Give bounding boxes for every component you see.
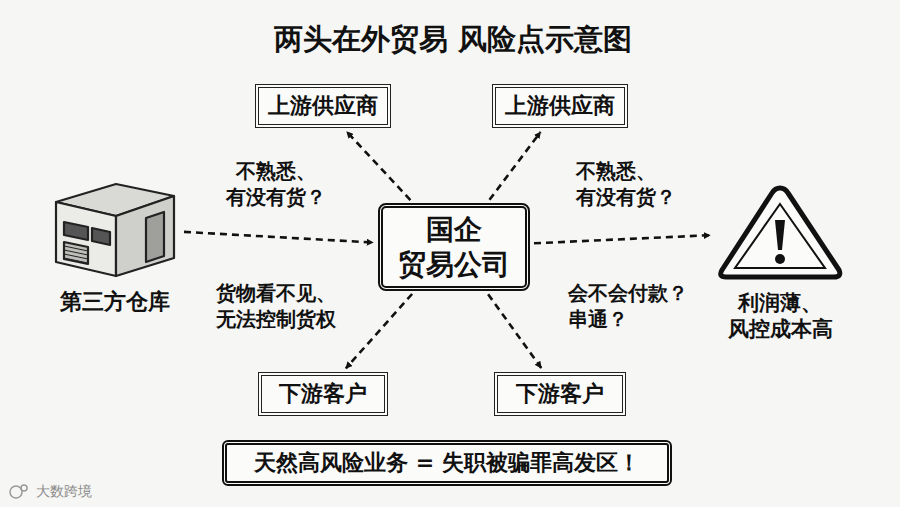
risk-note: 不熟悉、 有没有货？ bbox=[214, 158, 338, 210]
triangle-inner bbox=[735, 204, 825, 268]
party-box: 下游客户 bbox=[494, 372, 626, 416]
shutter-slat bbox=[64, 258, 88, 263]
dashed-arrow bbox=[490, 132, 541, 200]
risk-node: 利润薄、 风控成本高 bbox=[698, 180, 862, 352]
warehouse-window bbox=[64, 222, 88, 240]
exclamation-bar bbox=[775, 220, 785, 250]
risk-note: 会不会付款？ 串通？ bbox=[568, 280, 708, 332]
company-box: 国企 贸易公司 bbox=[378, 203, 530, 291]
exclamation-dot bbox=[775, 254, 785, 264]
node-text: 天然高风险业务 = 失职被骗罪高发区！ bbox=[254, 449, 640, 477]
triangle-outline bbox=[721, 188, 840, 277]
warning-triangle bbox=[715, 182, 845, 282]
risk-note: 不熟悉、 有没有货？ bbox=[576, 158, 706, 210]
party-box: 上游供应商 bbox=[492, 84, 628, 128]
party-box: 上游供应商 bbox=[255, 84, 391, 128]
warehouse-window bbox=[92, 228, 110, 245]
node-text: 下游客户 bbox=[516, 380, 604, 408]
node-text: 下游客户 bbox=[279, 380, 367, 408]
node-text: 国企 贸易公司 bbox=[393, 212, 515, 282]
warehouse-illustration bbox=[50, 176, 180, 280]
watermark-logo bbox=[10, 485, 27, 498]
dashed-arrow bbox=[347, 132, 411, 200]
node-text: 上游供应商 bbox=[268, 92, 378, 120]
node-text: 上游供应商 bbox=[505, 92, 615, 120]
warehouse-node: 第三方仓库 bbox=[38, 176, 192, 316]
watermark: 大数跨境 bbox=[36, 483, 92, 501]
warehouse-shutter bbox=[64, 242, 88, 264]
dashed-arrow bbox=[488, 294, 541, 368]
diagram-title: 两头在外贸易 风险点示意图 bbox=[0, 20, 900, 60]
party-box: 下游客户 bbox=[258, 372, 388, 416]
node-text: 第三方仓库 bbox=[38, 288, 192, 316]
node-text: 利润薄、 风控成本高 bbox=[720, 290, 840, 343]
dashed-arrow bbox=[346, 294, 412, 368]
warehouse-front bbox=[56, 202, 116, 276]
dashed-arrow bbox=[184, 232, 373, 243]
warning-band: 天然高风险业务 = 失职被骗罪高发区！ bbox=[222, 440, 672, 486]
risk-note: 货物看不见、 无法控制货权 bbox=[216, 280, 368, 332]
warehouse-side bbox=[116, 196, 174, 276]
dashed-arrow bbox=[534, 235, 710, 243]
warehouse-door bbox=[146, 212, 164, 262]
warehouse-strokes bbox=[56, 184, 174, 276]
